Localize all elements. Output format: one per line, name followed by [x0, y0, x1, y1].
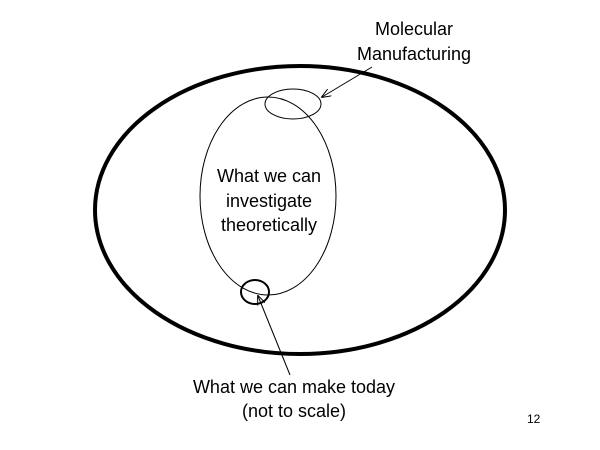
- page-number: 12: [527, 412, 541, 426]
- molecular-label-line1: Molecular: [375, 19, 453, 39]
- make-today-ellipse: [240, 279, 270, 305]
- molecular-label-line2: Manufacturing: [357, 44, 471, 64]
- outer-ellipse: [93, 64, 507, 356]
- make-today-arrow: [258, 296, 291, 376]
- make-today-label-line2: (not to scale): [242, 401, 346, 421]
- theory-label-line2: investigate: [226, 191, 312, 211]
- molecular-manufacturing-ellipse: [264, 88, 322, 120]
- theory-label-line3: theoretically: [221, 215, 317, 235]
- make-today-label-line1: What we can make today: [193, 377, 395, 397]
- theory-label-line1: What we can: [217, 166, 321, 186]
- molecular-arrow: [322, 66, 373, 97]
